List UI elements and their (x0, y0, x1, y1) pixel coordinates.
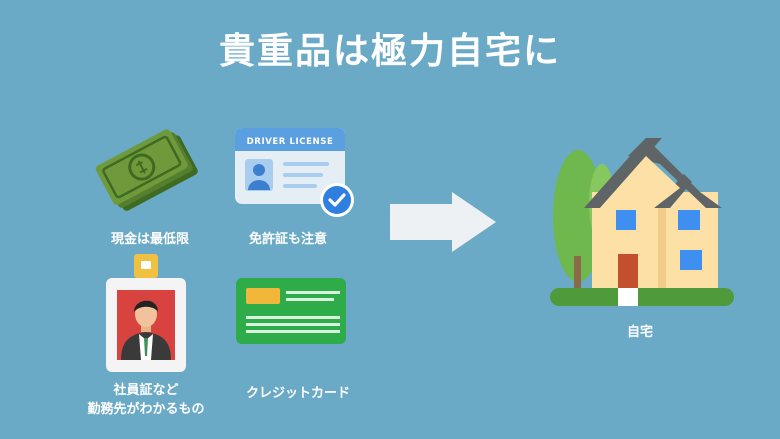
employee-id-label-line-2: 勤務先がわかるもの (87, 402, 205, 417)
credit-card-label: クレジットカード (245, 386, 350, 401)
license-label: 免許証も注意 (248, 232, 327, 247)
cash-label: 現金は最低限 (110, 232, 189, 247)
page-title: 貴重品は極力自宅に (218, 31, 561, 72)
license-card-text: DRIVER LICENSE (247, 137, 334, 147)
employee-id-label: 社員証など 勤務先がわかるもの (66, 381, 226, 419)
employee-id-label-line-1: 社員証など (113, 383, 179, 398)
credit-card-icon (236, 278, 346, 344)
house-icon (550, 138, 734, 306)
home-label: 自宅 (626, 325, 653, 340)
cash-icon (95, 129, 198, 211)
driver-license-icon: DRIVER LICENSE (235, 128, 354, 217)
arrow-right-icon (390, 192, 496, 252)
employee-id-badge-icon (106, 254, 186, 372)
